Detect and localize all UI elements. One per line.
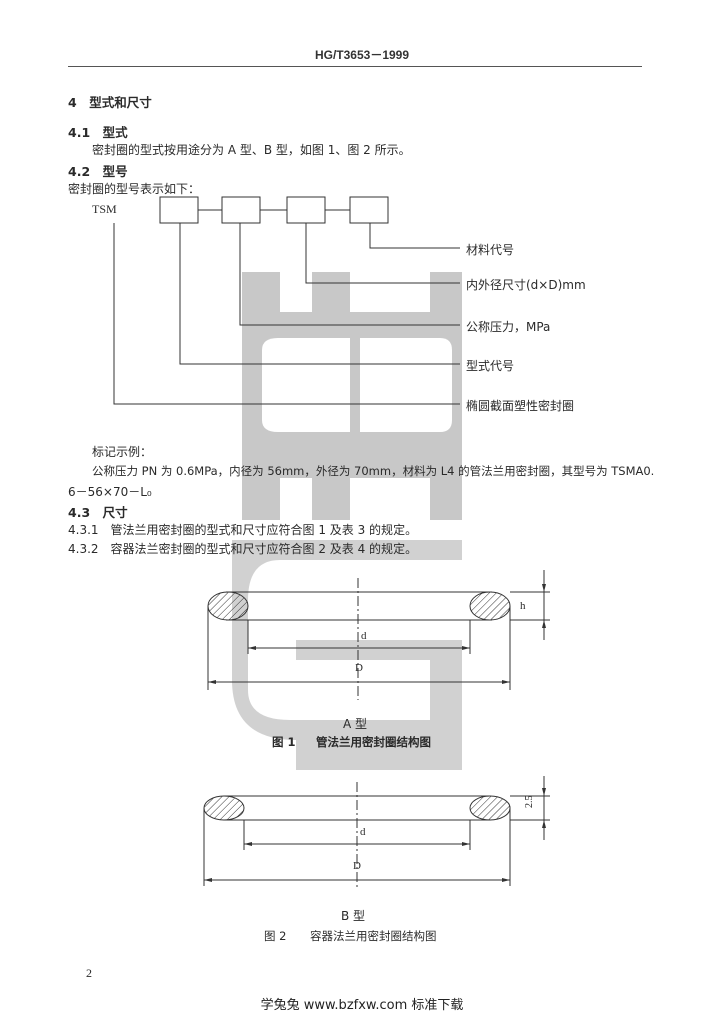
fig2-caption: 容器法兰用密封圈结构图 [310, 929, 437, 943]
label-material-code: 材料代号 [466, 243, 515, 257]
footer-watermark-text: 学兔兔 www.bzfxw.com 标准下载 [260, 998, 464, 1013]
section-4-title: 4 型式和尺寸 [68, 95, 152, 110]
model-prefix: TSM [92, 202, 117, 216]
label-type-code: 型式代号 [466, 359, 515, 373]
section-4-3-1-text: 4.3.1 管法兰用密封圈的型式和尺寸应符合图 1 及表 3 的规定。 [68, 523, 418, 537]
section-4-3-heading: 4.3 尺寸 [68, 505, 128, 520]
fig1-dim-h-label: h [520, 600, 526, 612]
fig2-right-section [469, 795, 511, 821]
fig2-left-section [203, 795, 245, 821]
fig1-caption: 管法兰用密封圈结构图 [316, 735, 431, 749]
marking-example-title: 标记示例： [92, 445, 153, 459]
header-rule [68, 66, 642, 67]
section-4-3-2-text: 4.3.2 容器法兰密封圈的型式和尺寸应符合图 2 及表 4 的规定。 [68, 542, 418, 556]
label-nominal-pressure: 公称压力，MPa [466, 320, 551, 334]
marking-example-line-1: 公称压力 PN 为 0.6MPa，内径为 56mm，外径为 70mm，材料为 L… [92, 464, 655, 478]
fig1-dim-D-label: D [355, 662, 363, 674]
fig2-type-label: B 型 [341, 909, 366, 923]
fig2-dim-height-label: 2.5 [524, 795, 535, 809]
section-4-1-heading: 4.1 型式 [68, 125, 128, 140]
label-inner-outer-diameter: 内外径尺寸(d×D)mm [466, 278, 586, 292]
fig2-caption-number: 图 2 [264, 929, 287, 943]
section-4-2-intro: 密封圈的型号表示如下： [68, 182, 201, 196]
fig2-dim-d-label: d [360, 826, 366, 838]
page-number: 2 [86, 966, 92, 980]
marking-example-line-2: 6－56×70－L₀ [68, 485, 152, 499]
fig1-type-label: A 型 [343, 717, 368, 731]
section-4-1-text: 密封圈的型式按用途分为 A 型、B 型，如图 1、图 2 所示。 [92, 143, 411, 157]
fig1-caption-number: 图 1 [272, 735, 296, 749]
label-seal-ring-type: 椭圆截面塑性密封圈 [466, 399, 575, 413]
section-4-2-heading: 4.2 型号 [68, 164, 128, 179]
fig1-dim-d-label: d [361, 630, 367, 642]
document-code: HG/T3653－1999 [314, 48, 410, 62]
fig2-dim-D-label: D [353, 860, 361, 872]
